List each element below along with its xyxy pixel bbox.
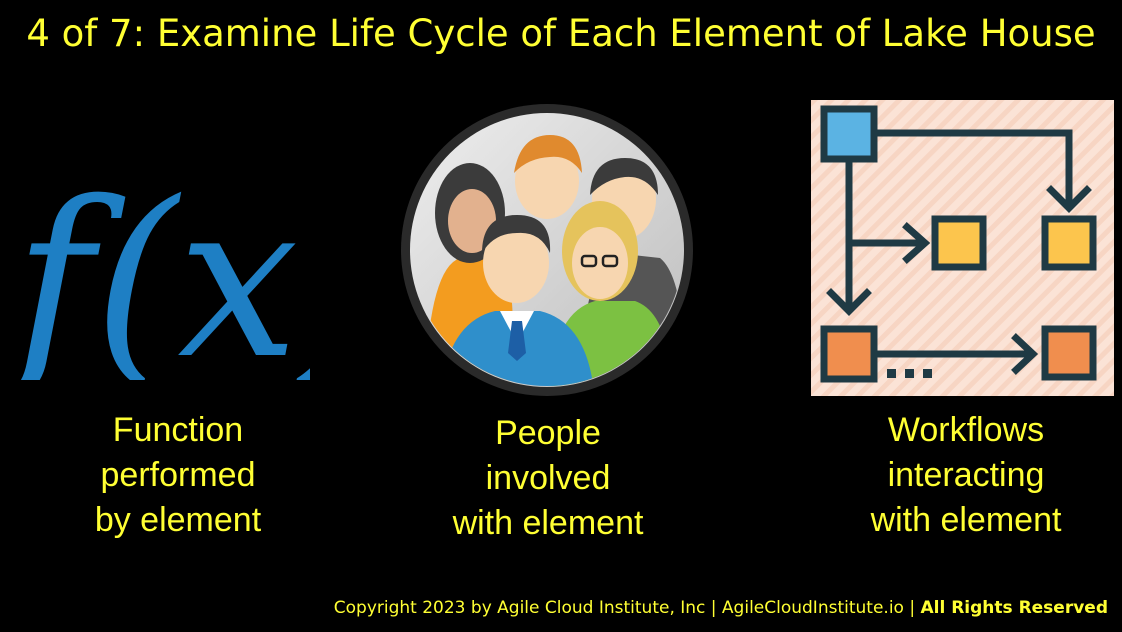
people-caption: People involved with element (418, 411, 678, 546)
box-bottom-left (820, 325, 878, 383)
man-front-face (483, 223, 549, 303)
man-back-hair (514, 135, 582, 173)
arrowhead-top-right (1046, 185, 1092, 213)
man-right-hair (590, 158, 658, 195)
box-bottom-right (1041, 325, 1097, 381)
workflow-diagram-icon (811, 100, 1114, 396)
function-caption-line-3: by element (94, 501, 262, 539)
workflow-graphic (811, 100, 1114, 396)
fx-graphic: f(x) (0, 155, 383, 406)
box-right (1041, 215, 1097, 271)
arrowhead-vertical (826, 288, 872, 316)
woman-right-face (572, 227, 628, 299)
people-caption-line-1: People (495, 414, 601, 452)
woman-left-face (448, 189, 496, 253)
workflow-caption-line-3: with element (870, 501, 1062, 539)
glasses-right (601, 254, 619, 268)
function-caption-line-2: performed (100, 456, 256, 494)
people-caption-line-2: involved (485, 459, 611, 497)
arrow-top-right (871, 129, 1073, 209)
function-caption: Function performed by element (58, 408, 298, 543)
arrowhead-bottom (1011, 333, 1039, 375)
slide-title: 4 of 7: Examine Life Cycle of Each Eleme… (26, 12, 1096, 55)
dot-3 (923, 369, 932, 378)
man-back-face (515, 143, 579, 219)
arrowhead-branch (902, 222, 931, 264)
man-front-tie (508, 321, 526, 361)
workflow-caption: Workflows interacting with element (836, 408, 1096, 543)
fx-text: f(x) (10, 155, 310, 380)
dot-1 (887, 369, 896, 378)
people-graphic (401, 104, 693, 396)
function-fx-icon: f(x) (0, 150, 383, 406)
workflow-caption-line-1: Workflows (887, 411, 1045, 449)
dot-2 (905, 369, 914, 378)
copyright-text: Copyright 2023 by Agile Cloud Institute,… (333, 598, 916, 618)
glasses-left (580, 254, 598, 268)
box-start (820, 105, 878, 163)
man-front-hair (482, 215, 551, 253)
copyright-footer: Copyright 2023 by Agile Cloud Institute,… (334, 598, 1108, 618)
rights-reserved-text: All Rights Reserved (920, 598, 1108, 618)
box-middle (931, 215, 987, 271)
people-group-icon (400, 103, 694, 397)
function-caption-line-1: Function (112, 411, 244, 449)
workflow-caption-line-2: interacting (887, 456, 1045, 494)
people-caption-line-3: with element (452, 504, 644, 542)
